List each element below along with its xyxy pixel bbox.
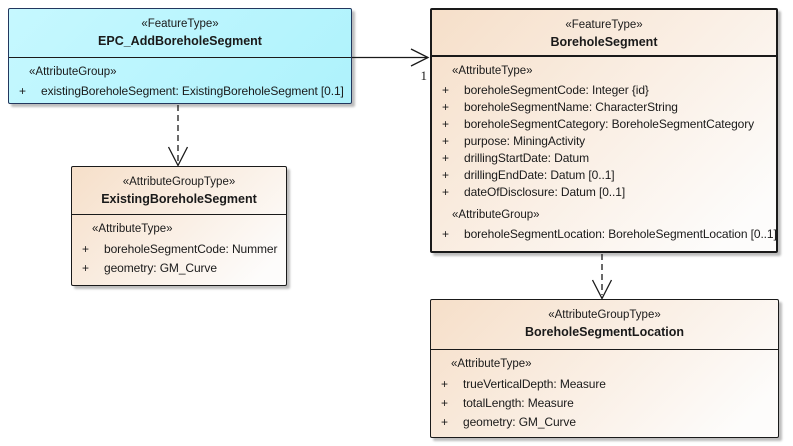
attribute-row: + purpose: MiningActivity [440, 133, 772, 150]
visibility-marker: + [442, 168, 450, 182]
attribute-row: + geometry: GM_Curve [439, 413, 774, 432]
visibility-marker: + [442, 100, 450, 114]
attribute-row: + boreholeSegmentLocation: BoreholeSegme… [440, 226, 777, 243]
attribute-text: totalLength: Measure [463, 396, 574, 410]
visibility-marker: + [82, 261, 90, 275]
compartment-divider [9, 57, 351, 58]
visibility-marker: + [441, 396, 449, 410]
attribute-row: + totalLength: Measure [439, 394, 774, 413]
attribute-text: boreholeSegmentCategory: BoreholeSegment… [464, 117, 755, 131]
visibility-marker: + [442, 185, 450, 199]
compartment-divider [432, 55, 776, 57]
attribute-group-label: «AttributeGroup» [29, 66, 117, 78]
attribute-text: drillingEndDate: Datum [0..1] [464, 168, 615, 182]
attribute-text: existingBoreholeSegment: ExistingBorehol… [41, 84, 344, 98]
attribute-text: boreholeSegmentLocation: BoreholeSegment… [464, 227, 777, 241]
stereotype-label: «AttributeGroupType» [548, 309, 661, 321]
attributes-compartment: «AttributeGroup» + existingBoreholeSegme… [9, 58, 351, 100]
attribute-text: boreholeSegmentCode: Integer {id} [464, 83, 649, 97]
class-header: «AttributeGroupType» ExistingBoreholeSeg… [72, 167, 286, 214]
attribute-type-label: «AttributeType» [451, 358, 532, 370]
attribute-type-label: «AttributeType» [452, 65, 533, 77]
attribute-text: geometry: GM_Curve [463, 415, 576, 429]
attribute-text: drillingStartDate: Datum [464, 151, 589, 165]
visibility-marker: + [441, 415, 449, 429]
attribute-row: + existingBoreholeSegment: ExistingBoreh… [17, 83, 347, 100]
connector-dependency-location[interactable] [591, 254, 613, 300]
open-arrowhead-icon [591, 279, 613, 300]
attribute-row: + boreholeSegmentCode: Nummer [80, 240, 282, 259]
connector-dependency-existing[interactable] [167, 105, 189, 167]
attribute-row: + boreholeSegmentName: CharacterString [440, 99, 772, 116]
visibility-marker: + [442, 83, 450, 97]
connector-association[interactable]: 1 [352, 48, 430, 83]
attribute-row: + dateOfDisclosure: Datum [0..1] [440, 184, 772, 201]
visibility-marker: + [442, 117, 450, 131]
attribute-text: trueVerticalDepth: Measure [463, 377, 606, 391]
attribute-row: + geometry: GM_Curve [80, 259, 282, 278]
class-header: «FeatureType» BoreholeSegment [432, 10, 776, 55]
compartment-divider [431, 349, 778, 350]
visibility-marker: + [442, 151, 450, 165]
visibility-marker: + [441, 377, 449, 391]
attributes-compartment: «AttributeType» + trueVerticalDepth: Mea… [431, 350, 778, 432]
attribute-row: + drillingEndDate: Datum [0..1] [440, 167, 772, 184]
open-arrowhead-icon [167, 146, 189, 167]
class-name: BoreholeSegmentLocation [524, 325, 685, 339]
attribute-text: boreholeSegmentCode: Nummer [104, 242, 278, 256]
attributes-compartment: «AttributeType» + boreholeSegmentCode: I… [432, 57, 777, 243]
class-name: EPC_AddBoreholeSegment [98, 34, 262, 48]
visibility-marker: + [82, 242, 90, 256]
stereotype-label: «FeatureType» [141, 18, 219, 30]
class-name: ExistingBoreholeSegment [101, 192, 257, 206]
attribute-row: + trueVerticalDepth: Measure [439, 375, 774, 394]
attribute-text: boreholeSegmentName: CharacterString [464, 100, 678, 114]
class-header: «FeatureType» EPC_AddBoreholeSegment [9, 9, 351, 57]
attribute-text: purpose: MiningActivity [464, 134, 586, 148]
attribute-text: geometry: GM_Curve [104, 261, 217, 275]
attribute-row: + boreholeSegmentCode: Integer {id} [440, 82, 772, 99]
visibility-marker: + [442, 134, 450, 148]
open-arrowhead-icon [410, 48, 430, 67]
compartment-divider [72, 214, 286, 215]
class-epc-addboreholesegment[interactable]: «FeatureType» EPC_AddBoreholeSegment «At… [8, 8, 352, 104]
stereotype-label: «FeatureType» [565, 19, 643, 31]
attribute-group-label: «AttributeGroup» [452, 209, 540, 221]
class-boreholesegment[interactable]: «FeatureType» BoreholeSegment «Attribute… [430, 8, 778, 253]
class-name: BoreholeSegment [550, 35, 658, 49]
attribute-type-label: «AttributeType» [92, 223, 173, 235]
attribute-row: + boreholeSegmentCategory: BoreholeSegme… [440, 116, 772, 133]
class-existingboreholesegment[interactable]: «AttributeGroupType» ExistingBoreholeSeg… [71, 166, 287, 286]
attribute-row: + drillingStartDate: Datum [440, 150, 772, 167]
class-header: «AttributeGroupType» BoreholeSegmentLoca… [431, 300, 778, 349]
class-boreholesegmentlocation[interactable]: «AttributeGroupType» BoreholeSegmentLoca… [430, 299, 779, 438]
multiplicity-label: 1 [421, 68, 428, 83]
attribute-text: dateOfDisclosure: Datum [0..1] [464, 185, 626, 199]
visibility-marker: + [19, 84, 27, 98]
stereotype-label: «AttributeGroupType» [122, 176, 236, 188]
visibility-marker: + [442, 227, 450, 241]
attributes-compartment: «AttributeType» + boreholeSegmentCode: N… [72, 215, 286, 278]
